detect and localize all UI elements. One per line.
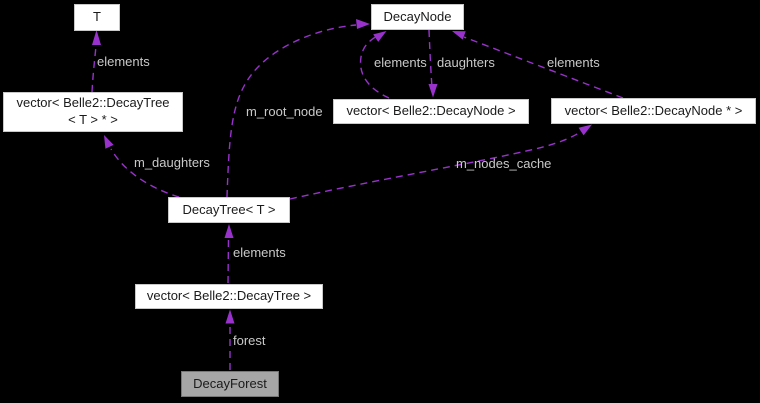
arrowhead-daughters bbox=[428, 84, 438, 98]
edge-m-root-node bbox=[226, 24, 357, 198]
node-decayforest: DecayForest bbox=[181, 371, 279, 397]
arrowhead-elements-right bbox=[452, 31, 466, 40]
edge-elements-loop bbox=[359, 35, 390, 99]
edge-m-daughters bbox=[110, 148, 180, 198]
arrowhead-elements-loop bbox=[373, 31, 387, 42]
arrowhead-forest bbox=[225, 309, 235, 324]
edge-label-m-root-node: m_root_node bbox=[246, 104, 323, 119]
edge-label-elements-right: elements bbox=[547, 55, 600, 70]
edge-daughters bbox=[428, 29, 433, 88]
node-decaynode[interactable]: DecayNode bbox=[371, 4, 464, 30]
arrowhead-m-nodes-cache bbox=[578, 124, 592, 136]
node-vector-decaytree-ptr[interactable]: vector< Belle2::DecayTree < T > * > bbox=[3, 92, 183, 132]
edge-label-elements-t: elements bbox=[97, 54, 150, 69]
arrowhead-m-root-node bbox=[356, 19, 370, 29]
edge-elements-right bbox=[463, 36, 624, 99]
node-decaytree[interactable]: DecayTree< T > bbox=[168, 197, 290, 223]
arrowhead-elements-tree bbox=[224, 224, 234, 238]
edge-label-m-daughters: m_daughters bbox=[134, 155, 210, 170]
node-vector-decaynode[interactable]: vector< Belle2::DecayNode > bbox=[333, 99, 529, 124]
edge-elements-tree bbox=[227, 237, 230, 284]
edge-elements-t bbox=[91, 45, 97, 93]
node-vector-decaynode-ptr[interactable]: vector< Belle2::DecayNode * > bbox=[551, 98, 756, 124]
edge-m-nodes-cache bbox=[289, 130, 583, 200]
arrowhead-elements-t bbox=[92, 30, 101, 45]
edge-label-forest: forest bbox=[233, 333, 266, 348]
edge-label-elements-tree: elements bbox=[233, 245, 286, 260]
edge-label-daughters: daughters bbox=[437, 55, 495, 70]
arrowhead-m-daughters bbox=[104, 135, 114, 149]
edge-label-elements-loop: elements bbox=[374, 55, 427, 70]
node-vector-decaytree[interactable]: vector< Belle2::DecayTree > bbox=[135, 284, 323, 309]
edge-label-m-nodes-cache: m_nodes_cache bbox=[456, 156, 552, 171]
node-t[interactable]: T bbox=[74, 4, 120, 31]
